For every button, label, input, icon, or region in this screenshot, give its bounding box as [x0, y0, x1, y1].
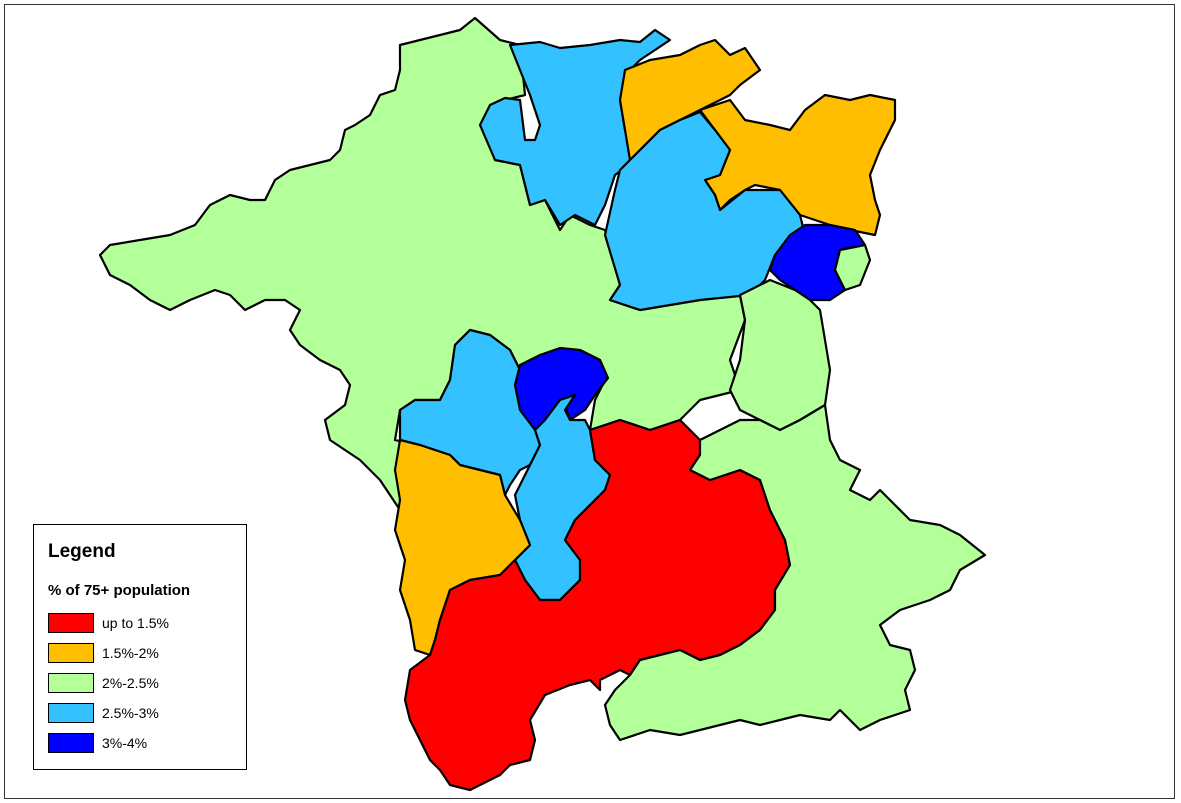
- legend-swatch: [48, 733, 94, 753]
- legend-item-2-2-5: 2%-2.5%: [48, 673, 159, 693]
- legend-swatch: [48, 613, 94, 633]
- legend-item-1-5-2: 1.5%-2%: [48, 643, 159, 663]
- legend-swatch: [48, 703, 94, 723]
- legend-subtitle: % of 75+ population: [48, 582, 191, 599]
- legend-label: 3%-4%: [102, 735, 148, 751]
- legend-swatch: [48, 643, 94, 663]
- legend-label: 2%-2.5%: [102, 675, 159, 691]
- region-centre-west[interactable]: [398, 328, 542, 497]
- legend-label: 1.5%-2%: [102, 645, 159, 661]
- legend-label: 2.5%-3%: [102, 705, 159, 721]
- region-east-tiny[interactable]: [833, 243, 872, 292]
- map-legend: Legend % of 75+ population up to 1.5% 1.…: [33, 524, 247, 770]
- legend-item-2-5-3: 2.5%-3%: [48, 703, 159, 723]
- region-east-central[interactable]: [603, 110, 807, 312]
- region-centre[interactable]: [728, 278, 832, 432]
- legend-label: up to 1.5%: [102, 615, 169, 631]
- legend-item-3-4: 3%-4%: [48, 733, 147, 753]
- legend-swatch: [48, 673, 94, 693]
- legend-title: Legend: [48, 541, 116, 562]
- legend-item-up-to-1-5: up to 1.5%: [48, 613, 169, 633]
- region-south-east[interactable]: [603, 403, 987, 742]
